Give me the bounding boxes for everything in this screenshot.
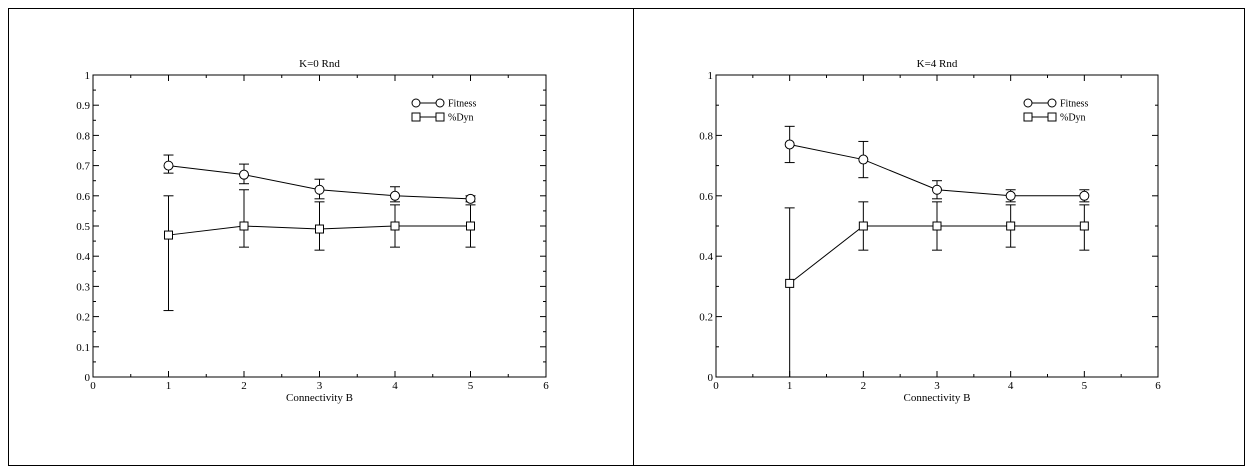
legend-label: %Dyn — [1060, 113, 1086, 124]
y-tick-label: 0.9 — [76, 100, 90, 112]
x-tick-label: 3 — [317, 380, 323, 392]
data-point-dyn — [1006, 221, 1016, 231]
data-point-fitness — [390, 190, 400, 201]
y-tick-label: 1 — [708, 70, 714, 82]
legend-marker-square — [1023, 112, 1033, 122]
data-point-dyn — [1079, 221, 1089, 231]
x-tick-label: 4 — [1008, 380, 1014, 392]
x-tick-label: 2 — [861, 380, 867, 392]
legend-marker-square — [1047, 112, 1057, 122]
data-point-dyn — [932, 221, 942, 231]
y-tick-label: 0.3 — [76, 281, 90, 293]
x-tick-label: 6 — [543, 380, 549, 392]
data-point-dyn — [785, 278, 795, 288]
data-point-fitness — [932, 184, 942, 195]
y-tick-label: 0.6 — [699, 191, 713, 203]
y-tick-label: 0 — [85, 372, 91, 384]
legend-marker-square — [411, 112, 421, 122]
y-tick-label: 0.4 — [699, 251, 713, 263]
data-point-dyn — [858, 221, 868, 231]
x-tick-label: 2 — [241, 380, 247, 392]
x-tick-label: 4 — [392, 380, 398, 392]
data-point-dyn — [466, 221, 475, 231]
x-tick-label: 6 — [1155, 380, 1161, 392]
legend-marker-square — [435, 112, 445, 122]
x-tick-label: 1 — [166, 380, 172, 392]
legend-marker-circle — [435, 98, 445, 108]
data-point-fitness — [784, 139, 795, 150]
data-point-dyn — [239, 221, 249, 231]
y-tick-label: 0.5 — [76, 221, 90, 233]
chart-title: K=0 Rnd — [299, 58, 340, 70]
x-tick-label: 5 — [1082, 380, 1088, 392]
y-tick-label: 0 — [708, 372, 714, 384]
legend-label: Fitness — [1060, 99, 1088, 110]
x-axis-label: Connectivity B — [904, 392, 971, 404]
legend-label: %Dyn — [448, 113, 474, 124]
legend-label: Fitness — [448, 99, 476, 110]
chart-k4-rnd: K=4 Rnd 0 1 2 3 4 5 6 0 0.2 0.4 0.6 0.8 1Connectivity… — [699, 58, 1161, 404]
data-point-fitness — [858, 154, 869, 165]
data-point-fitness — [314, 184, 325, 195]
legend-marker-circle — [1047, 98, 1057, 108]
y-tick-label: 0.1 — [76, 342, 90, 354]
x-tick-label: 1 — [787, 380, 793, 392]
data-point-fitness — [465, 193, 476, 204]
x-tick-label: 5 — [468, 380, 474, 392]
chart-panel-left: K=0 Rnd 0 1 2 3 4 5 6 0 0.1 0.2 0.3 0.4 0.5 0.6 0.7 0.8 0… — [8, 8, 634, 466]
data-point-fitness — [1005, 190, 1016, 201]
data-point-dyn — [390, 221, 400, 231]
data-point-fitness — [163, 160, 174, 171]
x-axis-label: Connectivity B — [286, 392, 353, 404]
y-tick-label: 0.8 — [699, 130, 713, 142]
y-tick-label: 0.6 — [76, 191, 90, 203]
y-tick-label: 0.7 — [76, 161, 90, 173]
x-tick-label: 3 — [934, 380, 940, 392]
data-point-fitness — [1079, 190, 1090, 201]
legend-marker-circle — [1023, 98, 1033, 108]
y-tick-label: 1 — [85, 70, 91, 82]
data-point-dyn — [164, 230, 173, 240]
y-tick-label: 0.2 — [699, 312, 713, 324]
y-tick-label: 0.2 — [76, 312, 90, 324]
y-tick-label: 0.8 — [76, 130, 90, 142]
x-tick-label: 0 — [713, 380, 719, 392]
legend-marker-circle — [411, 98, 421, 108]
x-tick-label: 0 — [90, 380, 96, 392]
chart-k0-rnd: K=0 Rnd 0 1 2 3 4 5 6 0 0.1 0.2 0.3 0.4 0.5 0.6 0.7 0.8 0… — [76, 58, 549, 404]
data-point-fitness — [239, 169, 249, 180]
data-point-dyn — [315, 224, 324, 234]
chart-title: K=4 Rnd — [917, 58, 958, 70]
y-tick-label: 0.4 — [76, 251, 90, 263]
